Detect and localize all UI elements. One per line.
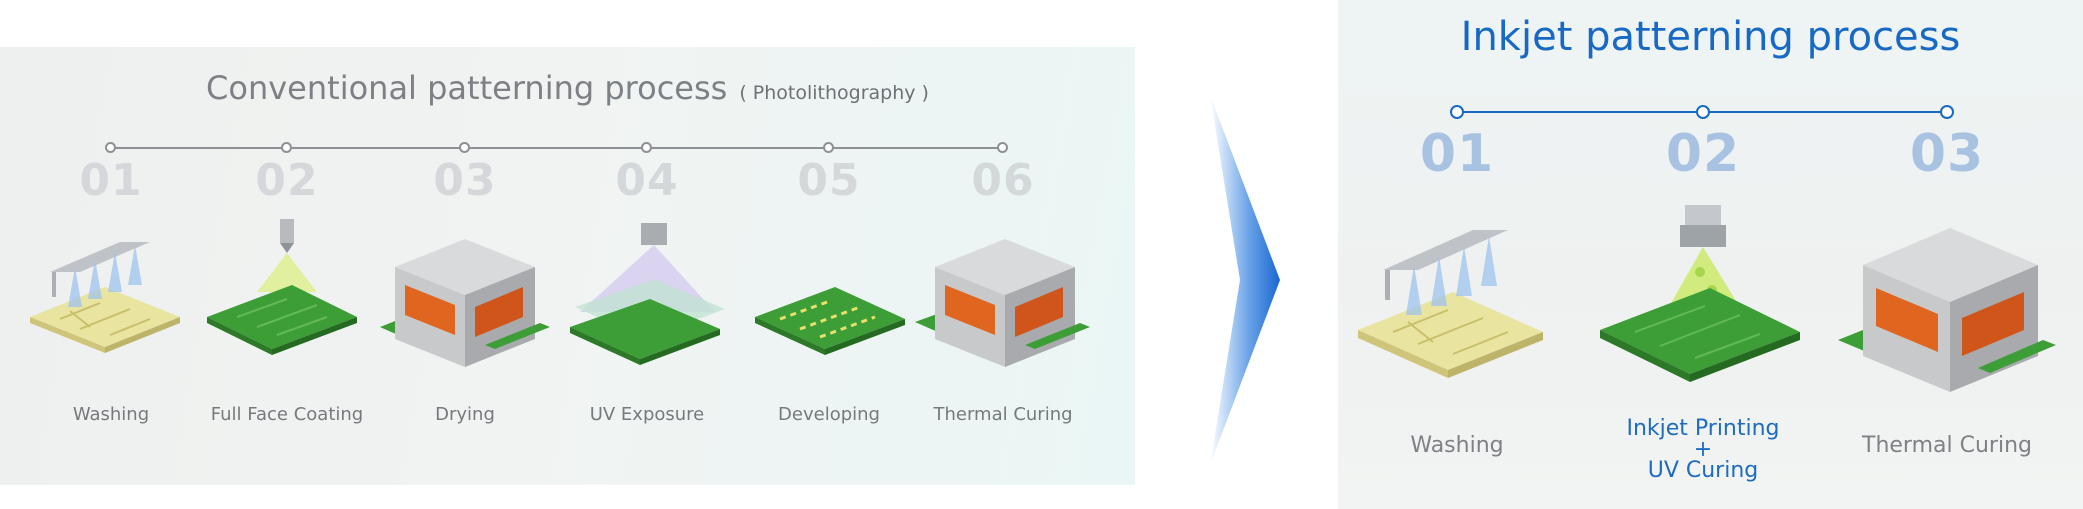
timeline-node-4 [641,142,652,153]
uv-exposure-illustration [570,223,725,365]
timeline-node-1 [1450,105,1464,119]
step-number: 04 [615,155,679,206]
timeline-node-2 [281,142,292,153]
step-label: Washing [72,404,150,425]
conventional-title-text: Conventional patterning process [206,69,728,107]
inkjet-printing-uv-curing-label: Inkjet Printing + UV Curing [1583,416,1823,483]
washing-illustration [30,242,180,353]
full-face-coating-illustration [207,219,357,355]
inkjet-process-panel: Inkjet patterning process 01 02 03 [1338,0,2083,509]
drying-oven-illustration [380,239,550,367]
conventional-title: Conventional patterning process ( Photoli… [0,69,1135,107]
inkjet-title: Inkjet patterning process [1460,14,1961,60]
timeline-node-6 [997,142,1008,153]
step-number: 01 [79,155,143,206]
step-number: 02 [1665,124,1741,184]
step-number: 03 [1909,124,1985,184]
inkjet-printing-illustration [1600,205,1800,382]
timeline-node-1 [105,142,116,153]
step-label: Washing [1410,433,1504,458]
step-label: Drying [435,404,495,425]
conventional-subtitle: ( Photolithography ) [739,82,929,104]
step-label: UV Exposure [589,404,705,425]
conventional-process-panel: Conventional patterning process ( Photoli… [0,47,1135,485]
step-label: Developing [778,404,880,425]
step-label: Full Face Coating [210,404,364,425]
timeline-node-3 [1940,105,1954,119]
timeline-node-5 [823,142,834,153]
step-number: 05 [797,155,861,206]
step-number: 06 [971,155,1035,206]
timeline-node-2 [1696,105,1710,119]
developing-illustration [755,287,905,355]
step-number: 02 [255,155,319,206]
step-label-line: + [1693,437,1713,462]
step-label-line: Inkjet Printing [1626,416,1780,441]
step-label-line: UV Curing [1647,458,1759,483]
conventional-timeline [111,147,1004,149]
step-number: 01 [1419,124,1495,184]
step-label: Thermal Curing [1862,433,2032,458]
thermal-curing-oven-illustration [915,239,1090,367]
step-label: Thermal Curing [933,404,1073,425]
step-number: 03 [433,155,497,206]
timeline-node-3 [459,142,470,153]
thermal-curing-oven-illustration [1838,228,2056,392]
washing-illustration [1358,230,1543,378]
transition-arrow-icon [1210,95,1280,465]
